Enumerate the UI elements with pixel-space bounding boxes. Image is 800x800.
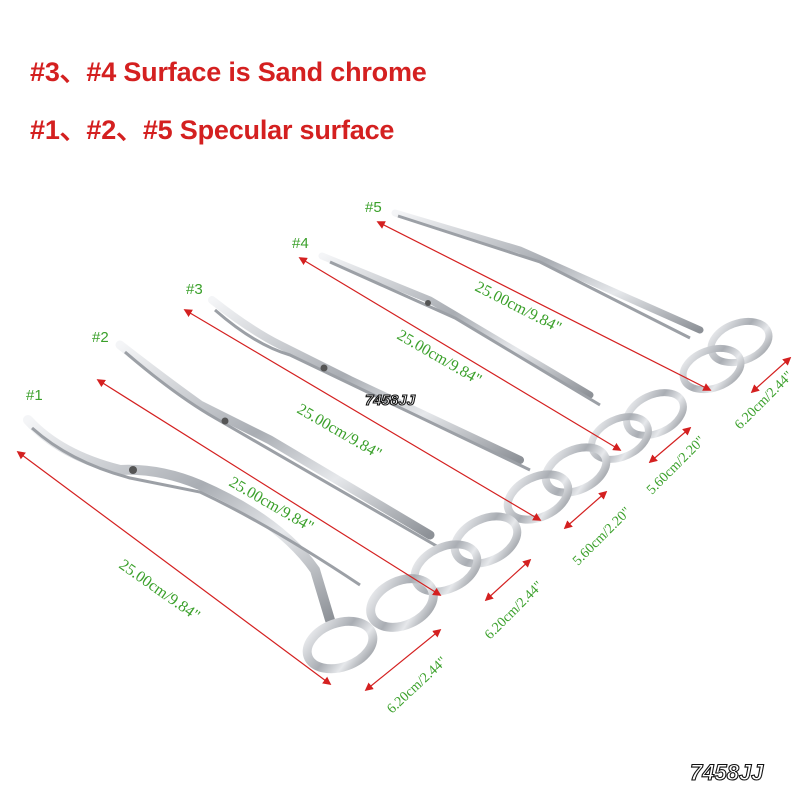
length-label-4: 25.00cm/9.84" — [394, 327, 484, 389]
width-label-5: 6.20cm/2.44" — [732, 369, 796, 433]
width-arrow-2 — [484, 558, 532, 602]
length-label-5: 25.00cm/9.84" — [472, 278, 564, 336]
length-arrow-2 — [96, 379, 442, 596]
watermark-center: 7458JJ — [365, 392, 416, 409]
width-label-1: 6.20cm/2.44" — [384, 654, 450, 717]
item-label-1: #1 — [26, 387, 43, 404]
watermark-corner: 7458JJ — [690, 760, 764, 785]
heading-specular-surface: #1、#2、#5 Specular surface — [30, 115, 395, 145]
scissors-1 — [23, 415, 438, 674]
width-label-4: 5.60cm/2.20" — [644, 434, 708, 498]
length-label-1: 25.00cm/9.84" — [116, 556, 203, 624]
length-label-3: 25.00cm/9.84" — [294, 401, 384, 463]
length-arrow-5 — [376, 221, 712, 391]
width-arrow-1 — [364, 628, 442, 692]
width-arrow-5 — [750, 356, 792, 394]
length-arrow-4 — [298, 257, 622, 451]
item-label-4: #4 — [292, 235, 309, 252]
item-label-3: #3 — [186, 281, 203, 298]
heading-surface-sand-chrome: #3、#4 Surface is Sand chrome — [30, 57, 427, 87]
item-label-2: #2 — [92, 329, 109, 346]
width-arrow-3 — [563, 490, 608, 530]
item-label-5: #5 — [365, 199, 382, 216]
scissors-4 — [318, 252, 687, 463]
width-label-2: 6.20cm/2.44" — [482, 579, 546, 643]
width-arrow-4 — [648, 426, 692, 464]
